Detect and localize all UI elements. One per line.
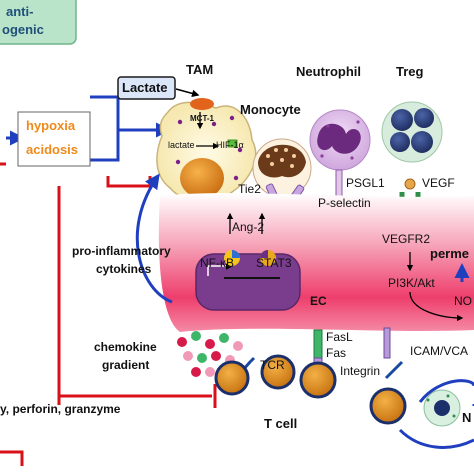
lactate-box	[117, 76, 176, 100]
tcr-label: TCR	[260, 358, 285, 372]
n-cell	[423, 389, 461, 427]
vegfr2-label: VEGFR2	[382, 232, 431, 246]
ang2-label: Ang-2	[232, 220, 265, 234]
anti-label-2: ogenic	[2, 22, 44, 37]
pi3k-label: PI3K/Akt	[388, 276, 435, 290]
ec-arrows	[226, 212, 464, 322]
stat3-label: STAT3	[256, 256, 292, 270]
t-cell-label: T cell	[264, 416, 298, 431]
hypoxia-label: hypoxia	[26, 118, 76, 133]
no-label: NO	[454, 294, 472, 308]
chemokine-label: chemokine	[94, 340, 157, 354]
lactate-small-label: lactate	[168, 140, 195, 150]
anti-angiogenic-box	[0, 0, 77, 45]
monocyte-label: Monocyte	[240, 102, 301, 117]
ec-nucleus	[195, 253, 301, 311]
lactate-box-label: Lactate	[122, 80, 168, 95]
pro-inflammatory-label: pro-inflammatory	[72, 244, 171, 258]
neutrophil-label: Neutrophil	[296, 64, 361, 79]
mct1-label: MCT-1	[190, 114, 214, 123]
p-selectin-label: P-selectin	[318, 196, 371, 210]
treg-label: Treg	[396, 64, 424, 79]
fas-label: Fas	[326, 346, 347, 360]
icam-label: ICAM/VCA	[410, 344, 469, 358]
hif-label: HIF-1α	[216, 140, 244, 150]
n-label: N	[462, 410, 472, 425]
neutrophil-cell	[309, 109, 371, 201]
fasl-label: FasL	[326, 330, 353, 344]
perme-label: perme	[430, 246, 470, 261]
ec-label: EC	[310, 294, 327, 308]
tam-label: TAM	[186, 62, 214, 77]
treg-cell	[381, 101, 443, 232]
t-cells	[214, 354, 407, 425]
gradient-label: gradient	[102, 358, 150, 372]
blue-curved-arrows	[135, 173, 474, 449]
acidosis-label: acidosis	[26, 142, 79, 157]
tie2-label: Tie2	[238, 182, 261, 196]
perforin-label: y, perforin, granzyme	[0, 402, 121, 416]
integrin-label: Integrin	[340, 364, 381, 378]
vegf-label: VEGF	[422, 176, 455, 190]
nucleus-dna-arrow	[207, 250, 280, 279]
psgl1-label: PSGL1	[346, 176, 385, 190]
anti-label-1: anti-	[6, 4, 34, 19]
tam-cell	[156, 98, 257, 203]
cytokines-label: cytokines	[96, 262, 152, 276]
hypoxia-acidosis-box	[17, 111, 91, 167]
nfkb-label: NF-κB	[200, 256, 234, 270]
